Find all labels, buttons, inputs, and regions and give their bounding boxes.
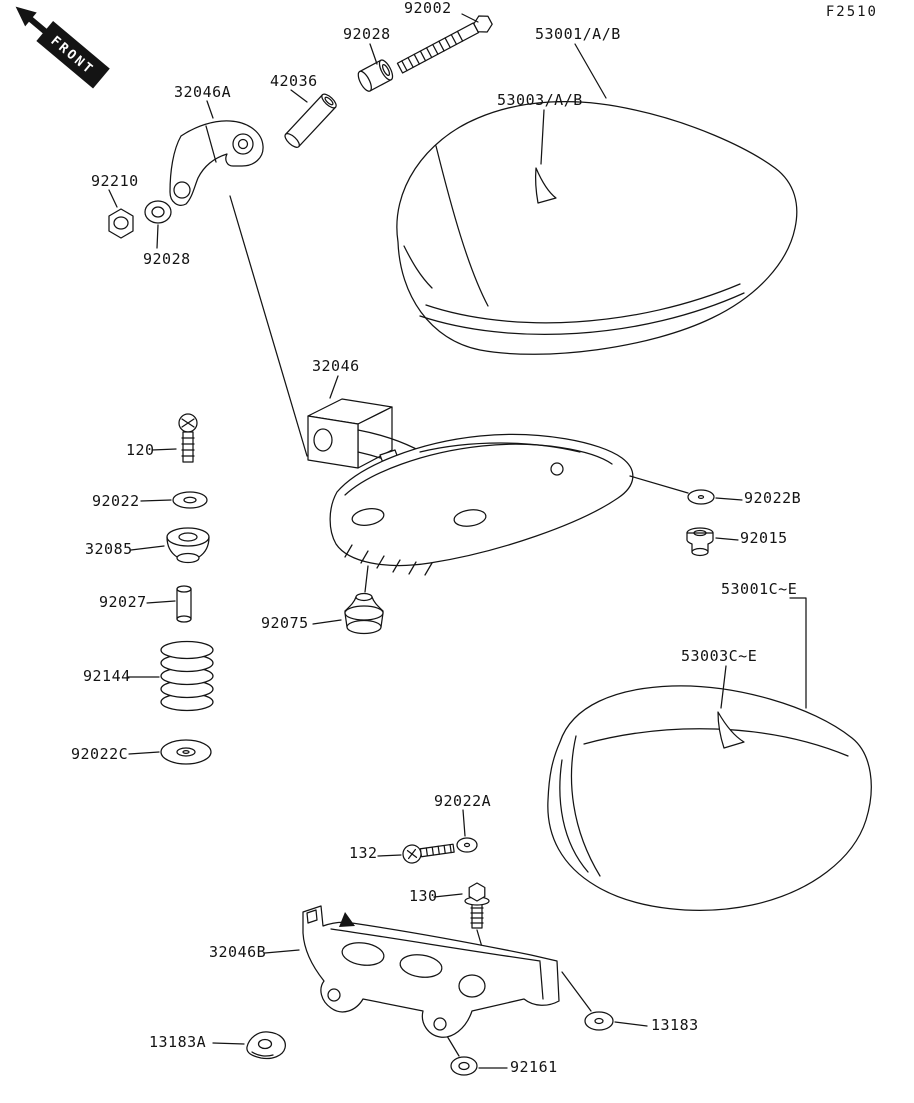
grommet-92015-shape [686, 527, 714, 557]
part-label-53003ab: 53003/A/B [497, 91, 583, 109]
part-label-92161: 92161 [510, 1058, 558, 1076]
part-label-130: 130 [409, 887, 438, 905]
part-label-92027: 92027 [99, 593, 147, 611]
part-label-92022c: 92022C [71, 745, 128, 763]
grommet-32085-shape [166, 527, 210, 564]
washer-92022-shape [172, 491, 208, 509]
washer-92161-shape [450, 1056, 478, 1076]
front-banner [36, 21, 110, 89]
bracket-32046-shape [307, 398, 634, 576]
seat-rear-shape [547, 685, 872, 911]
part-label-53001ab: 53001/A/B [535, 25, 621, 43]
part-label-92028-top: 92028 [343, 25, 391, 43]
part-label-92210: 92210 [91, 172, 139, 190]
front-direction-marker: FRONT [15, 6, 110, 89]
pipe-42036-shape [284, 93, 337, 148]
collar-92027-shape [176, 585, 192, 623]
washer-13183-shape [584, 1011, 614, 1031]
washer-92028-shape [144, 200, 172, 224]
part-label-42036: 42036 [270, 72, 318, 90]
part-label-132: 132 [349, 844, 378, 862]
bolt-92002-shape [396, 15, 493, 74]
part-label-32046b: 32046B [209, 943, 266, 961]
part-label-92028-left: 92028 [143, 250, 191, 268]
bracket-32046b-shape [302, 905, 592, 1057]
part-label-92075: 92075 [261, 614, 309, 632]
part-label-32046: 32046 [312, 357, 360, 375]
clamp-13183a-shape [246, 1031, 286, 1060]
part-label-92015: 92015 [740, 529, 788, 547]
screw-132-shape [402, 843, 455, 864]
sheet-code: F2510 [826, 4, 878, 20]
part-label-92022b: 92022B [744, 489, 801, 507]
part-label-92022: 92022 [92, 492, 140, 510]
part-label-92144: 92144 [83, 667, 131, 685]
part-label-120: 120 [126, 441, 155, 459]
part-label-13183: 13183 [651, 1016, 699, 1034]
front-arrow-icon [15, 6, 37, 27]
screw-120-shape [178, 413, 198, 463]
collar-92028-shape [357, 59, 394, 92]
washer-92022a-shape [456, 837, 478, 853]
bracket-32046a-shape [169, 120, 308, 457]
part-label-13183a: 13183A [149, 1033, 206, 1051]
leader-lines [108, 13, 807, 1069]
part-label-92002: 92002 [404, 0, 452, 17]
part-label-53003ce: 53003C~E [681, 647, 757, 665]
seat-front-shape [396, 100, 798, 355]
part-label-92022a: 92022A [434, 792, 491, 810]
nut-92210-shape [108, 208, 134, 239]
damper-92075-shape [344, 565, 384, 635]
part-label-32085: 32085 [85, 540, 133, 558]
washer-92022c-shape [160, 739, 212, 765]
bolt-130-shape [464, 882, 490, 948]
seat-rear-cover-mark [717, 711, 745, 749]
part-label-53001ce: 53001C~E [721, 580, 797, 598]
washer-92022b-shape [629, 475, 715, 505]
seat-front-cover-mark [534, 167, 557, 204]
part-label-32046a: 32046A [174, 83, 231, 101]
spring-92144-shape [160, 640, 214, 712]
